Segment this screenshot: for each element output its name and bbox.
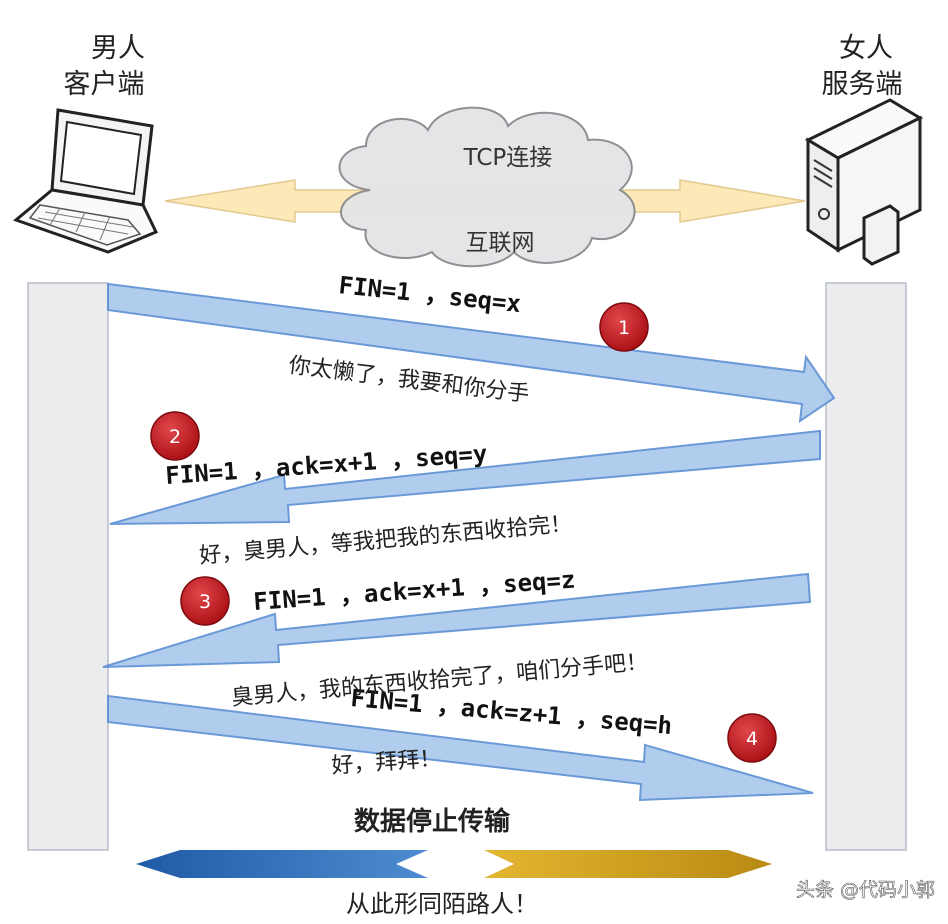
laptop-icon	[13, 108, 159, 254]
footer-caption: 从此形同陌路人！	[346, 890, 538, 918]
server-subtitle: 服务端	[822, 69, 903, 100]
client-timeline-bar	[27, 282, 109, 851]
step-1-protocol-text: FIN=1 ，seq=x	[337, 271, 522, 318]
step-2-number: 2	[169, 426, 181, 448]
client-title: 男人	[91, 33, 145, 64]
client-subtitle: 客户端	[64, 69, 145, 100]
message-arrow-2	[109, 429, 821, 525]
tcp-connection-label: TCP连接	[463, 145, 553, 171]
server-icon	[804, 98, 924, 266]
server-timeline-bar	[825, 282, 907, 851]
message-arrow-4	[107, 694, 814, 802]
step-4-number: 4	[746, 728, 758, 750]
internet-label: 互联网	[466, 230, 535, 256]
step-4-badge: 4	[727, 713, 777, 763]
step-2-badge: 2	[150, 411, 200, 461]
step-3-badge: 3	[180, 576, 230, 626]
client-split-arrow	[136, 850, 428, 878]
server-title: 女人	[839, 33, 893, 64]
message-arrow-3	[102, 572, 812, 668]
watermark: 头条 @代码小郭	[796, 879, 935, 901]
server-split-arrow	[484, 850, 772, 878]
step-1-number: 1	[618, 317, 630, 339]
internet-cloud	[338, 106, 636, 268]
step-1-badge: 1	[599, 302, 649, 352]
message-arrow-1	[107, 282, 836, 424]
step-4-message-text: 好，拜拜！	[331, 746, 442, 779]
data-transfer-stopped-label: 数据停止传输	[354, 806, 511, 837]
step-3-number: 3	[199, 591, 211, 613]
